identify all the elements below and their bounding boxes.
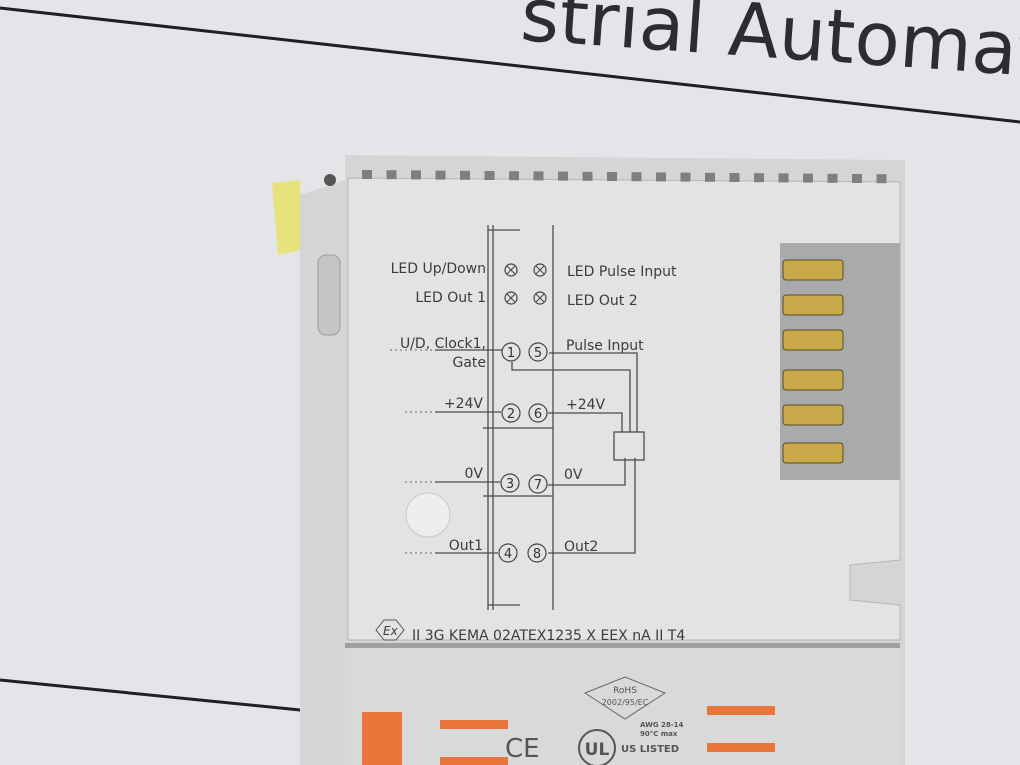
temp-rating: 90°C max: [640, 730, 678, 738]
vent: [876, 174, 887, 184]
circuit-diagram: 1 2 3 4 5 6 7 8: [390, 225, 645, 610]
seam: [345, 643, 900, 648]
terminal-6: 6: [528, 403, 548, 423]
svg-text:8: 8: [533, 547, 541, 562]
awg-rating: AWG 28-14: [640, 721, 684, 729]
spring-contact: [782, 442, 844, 464]
label-out1: Out1: [449, 538, 483, 554]
vent: [509, 171, 519, 181]
ul-mark: UL: [585, 740, 610, 760]
spring-contact: [782, 369, 844, 391]
ul-logo-icon: [578, 729, 616, 765]
release-tab[interactable]: [707, 706, 775, 715]
svg-text:4: 4: [504, 547, 512, 562]
terminal-1: 1: [501, 342, 521, 362]
label-led-up-down: LED Up/Down: [391, 261, 486, 277]
top-vents: [362, 170, 887, 184]
vent: [435, 170, 446, 180]
svg-text:1: 1: [507, 346, 515, 361]
svg-text:2: 2: [507, 407, 515, 422]
vent: [582, 171, 593, 181]
whiteboard-line-bottom: [0, 678, 331, 715]
vent: [729, 173, 740, 182]
ex-mark: Ex: [383, 624, 399, 638]
certification-text: II 3G KEMA 02ATEX1235 X EEX nA II T4: [412, 628, 685, 644]
light-pipe: [405, 492, 451, 538]
terminal-7: 7: [528, 474, 548, 494]
vent: [558, 171, 568, 181]
label-0v-right: 0V: [564, 467, 583, 483]
release-lever[interactable]: [362, 712, 402, 765]
label-led-out2: LED Out 2: [567, 293, 638, 309]
vent: [631, 172, 642, 182]
label-0v-left: 0V: [465, 466, 484, 482]
vent: [803, 173, 813, 183]
vent: [827, 173, 838, 183]
spring-contact: [782, 329, 844, 351]
vent: [705, 172, 715, 182]
terminal-8: 8: [527, 543, 547, 563]
spring-contact: [782, 259, 844, 281]
contacts: [782, 259, 844, 464]
label-led-out1: LED Out 1: [415, 290, 486, 306]
vent: [680, 172, 691, 182]
label-out2: Out2: [564, 539, 598, 555]
terminal-5: 5: [528, 342, 548, 362]
vent: [386, 170, 397, 180]
rohs-directive: 2002/95/EC: [602, 698, 649, 707]
led-icon: [504, 263, 518, 277]
svg-text:6: 6: [534, 407, 542, 422]
vent: [362, 170, 372, 179]
vent: [533, 171, 544, 181]
slot: [317, 254, 341, 336]
terminal-4: 4: [498, 543, 518, 563]
label-gate: Gate: [452, 355, 486, 371]
label-ud-clock: U/D, Clock1,: [400, 336, 486, 352]
terminal-block: [345, 645, 900, 765]
terminal-3: 3: [500, 473, 520, 493]
svg-text:5: 5: [534, 346, 542, 361]
vent: [852, 174, 862, 183]
release-tab[interactable]: [707, 743, 775, 752]
whiteboard-line-top: [0, 6, 1020, 124]
yellow-latch[interactable]: [272, 180, 302, 255]
spring-contact: [782, 404, 844, 426]
vent: [460, 170, 470, 180]
ul-listed: US LISTED: [621, 744, 679, 755]
terminal-2: 2: [501, 403, 521, 423]
label-24v-left: +24V: [444, 396, 484, 412]
ex-mark-icon: [375, 619, 405, 641]
vent: [778, 173, 789, 183]
vent: [754, 173, 764, 183]
svg-text:3: 3: [506, 477, 514, 492]
spring-contact: [782, 294, 844, 316]
contact-block: [780, 243, 900, 480]
screw-hole: [324, 174, 336, 186]
svg-text:7: 7: [534, 478, 542, 493]
rohs-badge: [583, 676, 667, 720]
label-led-pulse-input: LED Pulse Input: [567, 264, 677, 280]
vent: [607, 172, 617, 181]
rohs-text: RoHS: [613, 686, 637, 696]
vent: [411, 170, 421, 180]
vent: [656, 172, 666, 182]
release-tab[interactable]: [440, 720, 508, 729]
release-tab[interactable]: [440, 757, 508, 765]
label-24v-right: +24V: [566, 397, 606, 413]
led-icon: [504, 291, 518, 305]
led-icon: [533, 291, 547, 305]
vent: [484, 171, 495, 180]
label-pulse-input: Pulse Input: [566, 338, 644, 354]
led-icon: [533, 263, 547, 277]
ce-mark: CE: [505, 734, 540, 764]
